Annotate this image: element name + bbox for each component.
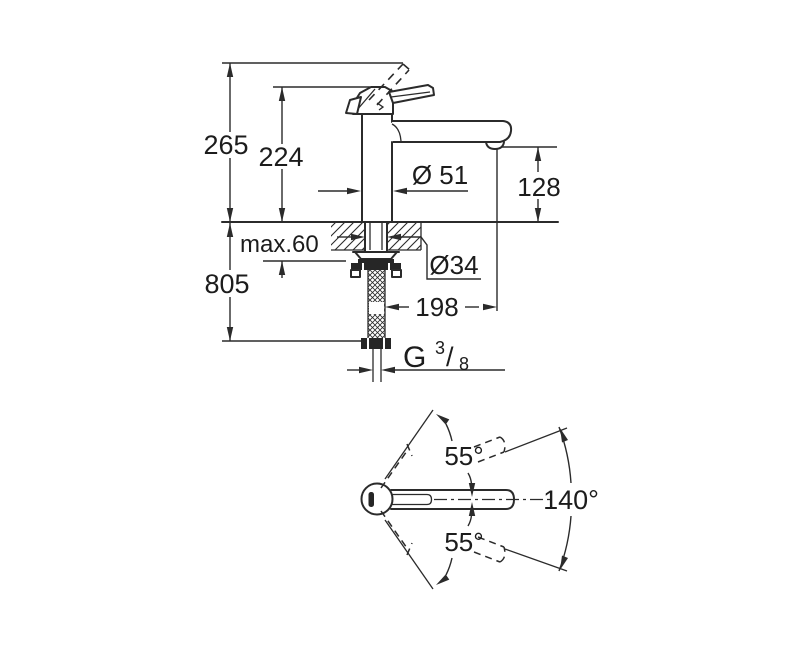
dimension-max60: max.60 xyxy=(240,231,319,278)
countertop-section xyxy=(221,221,559,251)
lever-slot xyxy=(368,492,374,507)
dim-d51-label: Ø 51 xyxy=(412,160,468,190)
mounting-shank xyxy=(364,221,388,253)
aerator xyxy=(485,141,505,150)
spout xyxy=(392,120,513,143)
deck-hatch-left xyxy=(331,223,365,250)
spout-inner-line xyxy=(391,493,433,506)
dim-55-upper-label: 55° xyxy=(444,441,483,471)
thread-slash: / xyxy=(446,342,454,372)
dimension-265: 265 xyxy=(203,63,249,222)
spout-tip-dashed-upper xyxy=(473,436,506,463)
dimension-55-upper: 55° xyxy=(436,414,484,497)
handle-position-dashed-lower xyxy=(380,510,413,556)
dim-max60-label: max.60 xyxy=(240,231,319,258)
dimension-805: 805 xyxy=(204,223,250,341)
fastening-set xyxy=(350,251,402,278)
dim-140-label: 140° xyxy=(543,485,599,515)
faucet-body xyxy=(345,63,513,223)
dimension-128: 128 xyxy=(517,147,561,222)
flex-hose xyxy=(367,270,386,339)
dim-55-lower-label: 55° xyxy=(444,527,483,557)
dim-265-label: 265 xyxy=(203,130,248,160)
dim-805-label: 805 xyxy=(204,269,249,299)
dim-128-label: 128 xyxy=(517,172,560,202)
thread-letter: G xyxy=(403,341,426,374)
thread-denominator: 8 xyxy=(459,354,469,374)
hose-nut xyxy=(361,338,391,382)
thread-numerator: 3 xyxy=(435,338,445,358)
dimension-198: 198 xyxy=(385,292,497,322)
body-top-view xyxy=(360,482,394,516)
dim-d34-label: Ø34 xyxy=(429,250,478,280)
dim-198-label: 198 xyxy=(415,292,458,322)
lever-raised-dashed xyxy=(368,63,411,106)
dimension-224: 224 xyxy=(258,87,304,222)
deck-hatch-right xyxy=(387,223,421,250)
dim-224-label: 224 xyxy=(258,142,303,172)
dimension-g38: G 3 / 8 xyxy=(347,338,505,374)
swivel-ray-lower xyxy=(384,519,434,590)
dimension-55-lower: 55° xyxy=(436,502,484,585)
handle-position-dashed-upper xyxy=(380,443,413,489)
handle-side-tab xyxy=(345,96,362,115)
extension-lines xyxy=(222,62,557,342)
dimension-140: 140° xyxy=(504,426,599,572)
dimension-d51: Ø 51 xyxy=(318,160,468,195)
top-view: 55° 55° 140° xyxy=(360,409,599,590)
spout-tip-dashed-lower xyxy=(473,536,506,563)
spout-root-curve xyxy=(391,123,402,142)
swivel-ray-upper xyxy=(384,409,434,480)
side-view: 265 224 805 max.60 xyxy=(203,62,561,382)
